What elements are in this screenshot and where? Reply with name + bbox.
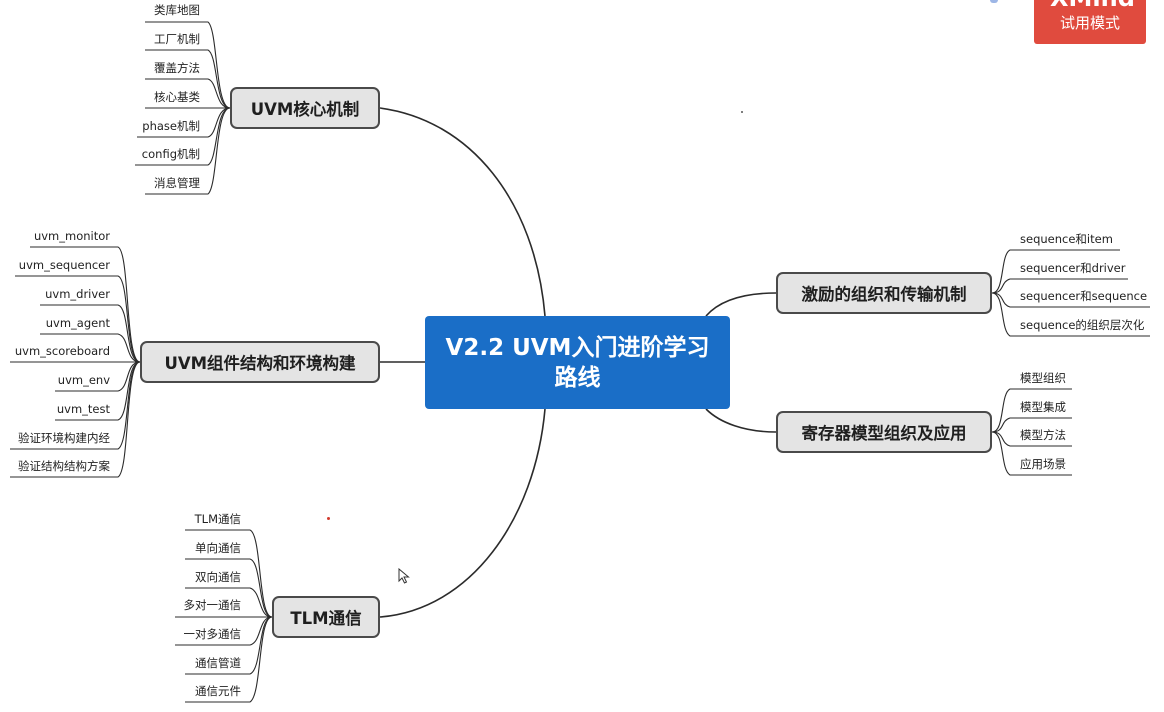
leaf-tlm-4[interactable]: 多对一通信 bbox=[183, 598, 242, 612]
leaf-core-5[interactable]: phase机制 bbox=[142, 119, 200, 133]
leaf-component-8[interactable]: 验证环境构建内经 bbox=[18, 431, 110, 445]
branch-register[interactable]: 寄存器模型组织及应用 bbox=[776, 411, 992, 453]
connector-tlm bbox=[379, 408, 546, 618]
leaf-stimulus-1[interactable]: sequence和item bbox=[1020, 232, 1113, 246]
leaf-component-6[interactable]: uvm_env bbox=[57, 373, 110, 387]
leaf-component-3[interactable]: uvm_driver bbox=[45, 287, 110, 301]
stray-dot bbox=[741, 111, 743, 113]
leaf-register-3[interactable]: 模型方法 bbox=[1020, 428, 1066, 442]
leaf-core-4[interactable]: 核心基类 bbox=[154, 90, 200, 104]
leaf-tlm-2[interactable]: 单向通信 bbox=[195, 541, 241, 555]
leaf-component-9[interactable]: 验证结构结构方案 bbox=[18, 459, 110, 473]
leaf-component-5[interactable]: uvm_scoreboard bbox=[14, 344, 110, 358]
leaf-tlm-3[interactable]: 双向通信 bbox=[195, 570, 241, 584]
leaf-component-7[interactable]: uvm_test bbox=[56, 402, 110, 416]
leaf-core-7[interactable]: 消息管理 bbox=[154, 176, 200, 190]
central-topic[interactable]: V2.2 UVM入门进阶学习路线 bbox=[425, 316, 730, 409]
leaf-stimulus-2[interactable]: sequencer和driver bbox=[1020, 261, 1126, 275]
leaf-tlm-5[interactable]: 一对多通信 bbox=[183, 627, 242, 641]
leaf-stimulus-3[interactable]: sequencer和sequence bbox=[1020, 289, 1148, 303]
leaf-core-2[interactable]: 工厂机制 bbox=[154, 32, 200, 46]
leaf-core-1[interactable]: 类库地图 bbox=[154, 3, 200, 17]
branch-uvm-core[interactable]: UVM核心机制 bbox=[230, 87, 380, 129]
branch-stimulus[interactable]: 激励的组织和传输机制 bbox=[776, 272, 992, 314]
connector-core bbox=[379, 107, 546, 317]
leaf-component-4[interactable]: uvm_agent bbox=[45, 316, 110, 330]
leaf-register-1[interactable]: 模型组织 bbox=[1020, 371, 1066, 385]
mouse-cursor-icon bbox=[398, 568, 410, 584]
connector-register bbox=[705, 408, 777, 433]
leaf-component-1[interactable]: uvm_monitor bbox=[33, 229, 110, 243]
leaf-register-4[interactable]: 应用场景 bbox=[1020, 457, 1066, 471]
leaf-stimulus-4[interactable]: sequence的组织层次化 bbox=[1020, 318, 1145, 332]
xmind-brand-label: XMind bbox=[1050, 0, 1135, 12]
branch-uvm-component[interactable]: UVM组件结构和环境构建 bbox=[140, 341, 380, 383]
branch-tlm[interactable]: TLM通信 bbox=[272, 596, 380, 638]
trial-mode-badge[interactable]: XMind 试用模式 bbox=[1034, 0, 1146, 44]
leaf-register-2[interactable]: 模型集成 bbox=[1020, 400, 1066, 414]
leaf-tlm-6[interactable]: 通信管道 bbox=[195, 656, 241, 670]
leaf-component-2[interactable]: uvm_sequencer bbox=[18, 258, 110, 272]
trial-mode-label: 试用模式 bbox=[1059, 14, 1120, 32]
partial-icon bbox=[990, 0, 998, 3]
leaf-core-6[interactable]: config机制 bbox=[141, 147, 200, 161]
leaf-core-3[interactable]: 覆盖方法 bbox=[154, 61, 200, 75]
leaf-tlm-7[interactable]: 通信元件 bbox=[195, 684, 241, 698]
stray-red-dot bbox=[327, 517, 330, 520]
connector-stimulus bbox=[705, 292, 777, 317]
leaf-tlm-1[interactable]: TLM通信 bbox=[194, 512, 241, 526]
